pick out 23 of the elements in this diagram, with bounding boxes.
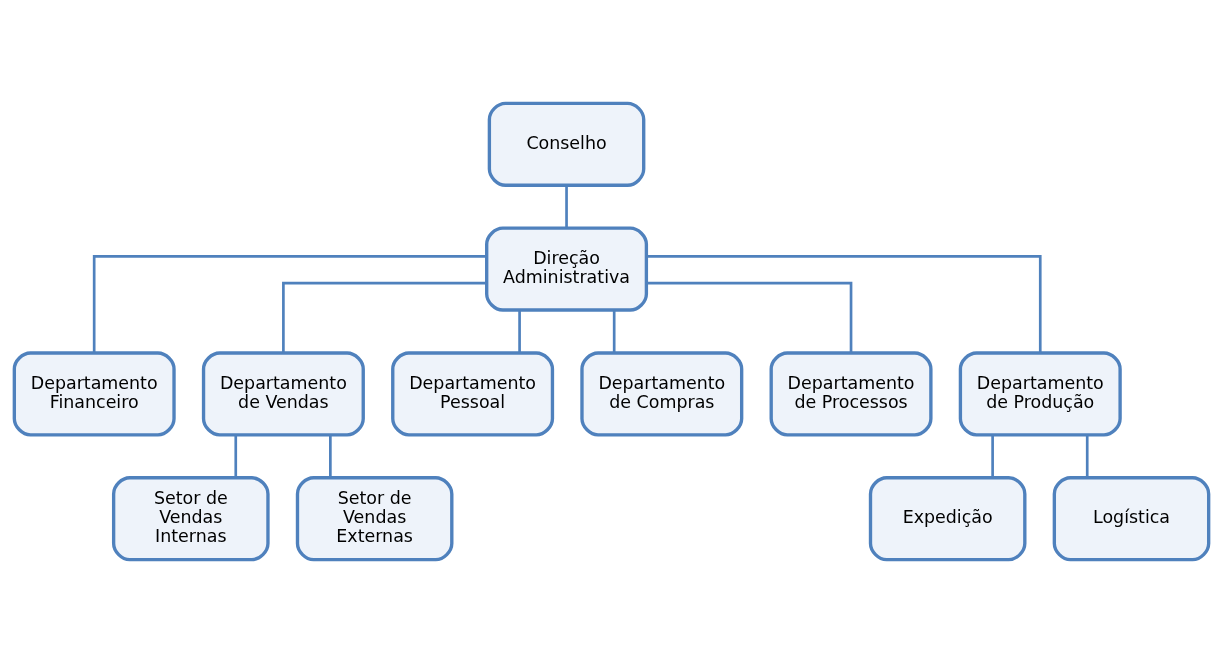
node-box: Setor de Vendas Internas bbox=[111, 475, 270, 561]
node-box: Conselho bbox=[487, 101, 646, 187]
connector bbox=[234, 434, 238, 478]
connector bbox=[646, 281, 853, 353]
node-box: Logística bbox=[1052, 475, 1211, 561]
connector bbox=[518, 309, 521, 353]
connector bbox=[282, 281, 487, 353]
connector bbox=[329, 434, 332, 478]
connector bbox=[565, 185, 568, 228]
node-box: Departamento de Processos bbox=[769, 350, 933, 436]
node-box: Direção Administrativa bbox=[485, 226, 649, 312]
connector bbox=[612, 309, 616, 353]
connector bbox=[646, 254, 1042, 353]
node-box: Departamento de Compras bbox=[580, 350, 744, 436]
connector bbox=[92, 254, 487, 353]
node-box: Departamento de Produção bbox=[958, 350, 1122, 436]
node-box: Expedição bbox=[868, 475, 1027, 561]
node-box: Departamento Financeiro bbox=[12, 350, 176, 436]
node-box: Departamento Pessoal bbox=[391, 350, 555, 436]
connector bbox=[1085, 434, 1089, 478]
node-box: Departamento de Vendas bbox=[201, 350, 365, 436]
node-box: Setor de Vendas Externas bbox=[295, 475, 454, 561]
connector bbox=[991, 434, 994, 478]
